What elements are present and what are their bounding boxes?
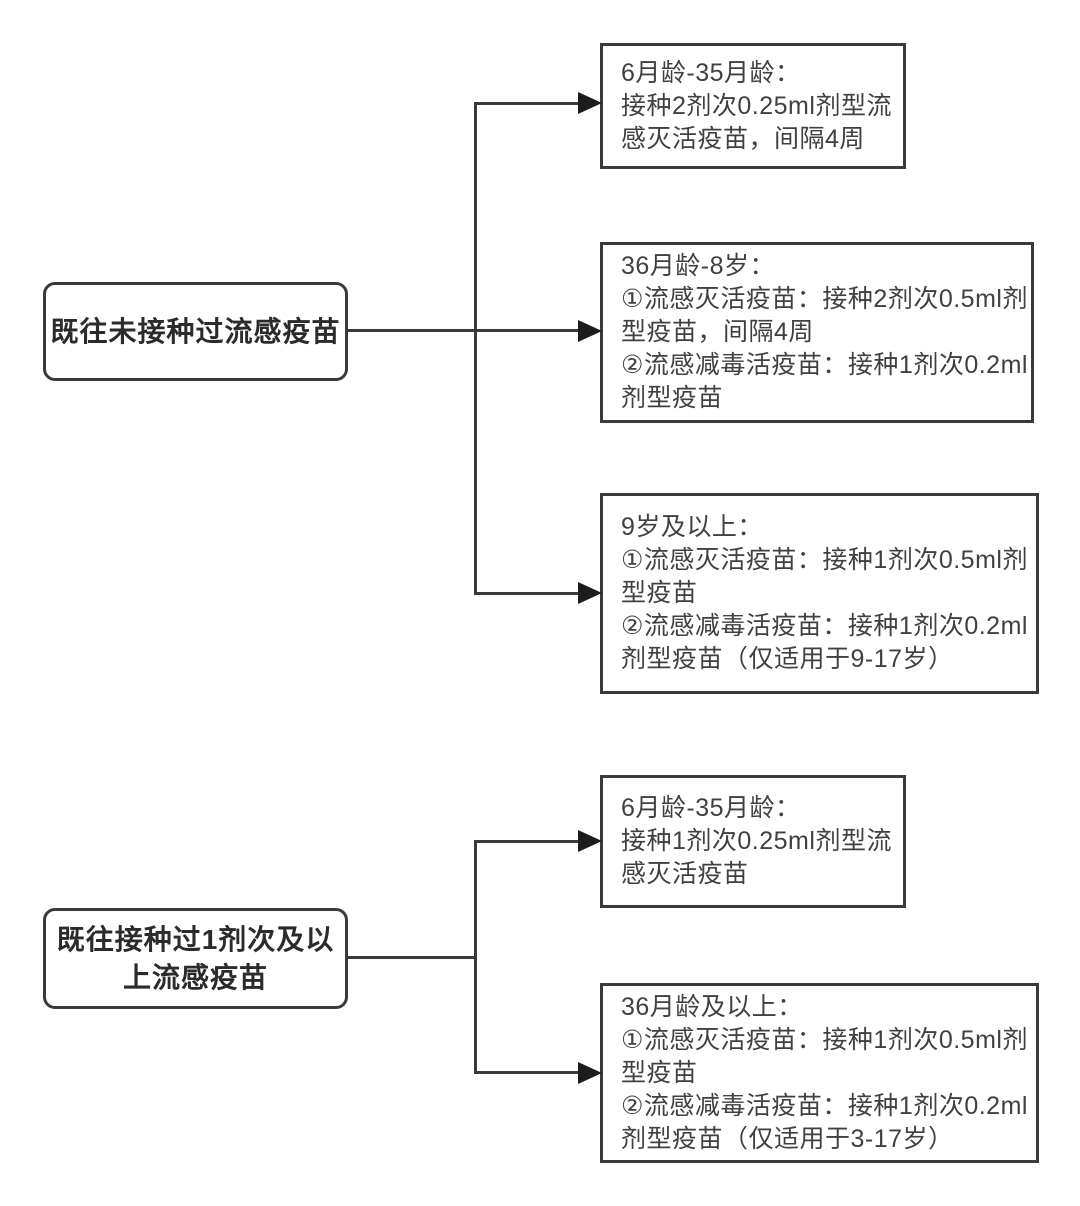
node-text-line: ①流感灭活疫苗：接种1剂次0.5ml剂: [621, 1025, 1028, 1054]
node-text-line: 型疫苗: [621, 579, 698, 607]
node-9years-plus: 9岁及以上： ①流感灭活疫苗：接种1剂次0.5ml剂 型疫苗 ②流感减毒活疫苗：…: [600, 493, 1039, 694]
arrowhead-g2-top: [578, 830, 602, 852]
node-text-line: 型疫苗，间隔4周: [621, 318, 814, 346]
node-text-line: 感灭活疫苗，间隔4周: [621, 124, 865, 153]
node-text-line: 接种1剂次0.25ml剂型流: [621, 827, 892, 855]
node-text-line: ②流感减毒活疫苗：接种1剂次0.2ml: [621, 351, 1028, 379]
node-text-line: ②流感减毒活疫苗：接种1剂次0.2ml: [621, 1091, 1028, 1120]
node-text-line: ①流感灭活疫苗：接种1剂次0.5ml剂: [621, 546, 1028, 574]
node-text-line: ②流感减毒活疫苗：接种1剂次0.2ml: [621, 612, 1028, 640]
arrowhead-g1-middle: [578, 320, 602, 342]
node-36months-plus: 36月龄及以上： ①流感灭活疫苗：接种1剂次0.5ml剂 型疫苗 ②流感减毒活疫…: [600, 983, 1039, 1163]
node-36months-8years: 36月龄-8岁： ①流感灭活疫苗：接种2剂次0.5ml剂 型疫苗，间隔4周 ②流…: [600, 242, 1034, 423]
node-text-line: 剂型疫苗: [621, 384, 724, 412]
node-text-line: 感灭活疫苗: [621, 860, 749, 888]
node-6-35-months-unvaccinated: 6月龄-35月龄： 接种2剂次0.25ml剂型流 感灭活疫苗，间隔4周: [600, 43, 906, 169]
connector-g2-source-line: [347, 956, 475, 959]
node-text-line: ①流感灭活疫苗：接种2剂次0.5ml剂: [621, 285, 1028, 313]
node-text-line: 既往未接种过流感疫苗: [50, 315, 341, 347]
node-text-line: 36月龄-8岁：: [621, 252, 776, 280]
node-text-line: 接种2剂次0.25ml剂型流: [621, 91, 892, 120]
node-text-line: 6月龄-35月龄：: [621, 58, 801, 87]
node-6-35-months-prior-dose: 6月龄-35月龄： 接种1剂次0.25ml剂型流 感灭活疫苗: [600, 775, 906, 908]
node-text-line: 9岁及以上：: [621, 513, 763, 541]
node-text-line: 型疫苗: [621, 1058, 698, 1087]
connector-g1-branch-bottom: [474, 592, 580, 595]
node-text-line: 36月龄及以上：: [621, 992, 803, 1021]
arrowhead-g2-bottom: [578, 1062, 602, 1084]
node-text-line: 既往接种过1剂次及以: [56, 923, 335, 955]
node-text-line: 6月龄-35月龄：: [621, 794, 801, 822]
node-previously-vaccinated: 既往接种过1剂次及以 上流感疫苗: [43, 908, 348, 1009]
arrowhead-g1-top: [578, 92, 602, 114]
connector-g1-trunk: [474, 102, 477, 595]
node-text-line: 剂型疫苗（仅适用于9-17岁）: [621, 645, 954, 673]
connector-g2-branch-top: [474, 840, 580, 843]
arrowhead-g1-bottom: [578, 582, 602, 604]
node-never-vaccinated: 既往未接种过流感疫苗: [43, 282, 348, 381]
node-text-line: 上流感疫苗: [122, 961, 268, 993]
connector-g2-trunk: [474, 840, 477, 1074]
node-text-line: 剂型疫苗（仅适用于3-17岁）: [621, 1124, 954, 1153]
connector-g1-branch-top: [474, 102, 580, 105]
connector-g1-source-line: [347, 329, 580, 332]
connector-g2-branch-bottom: [474, 1071, 580, 1074]
